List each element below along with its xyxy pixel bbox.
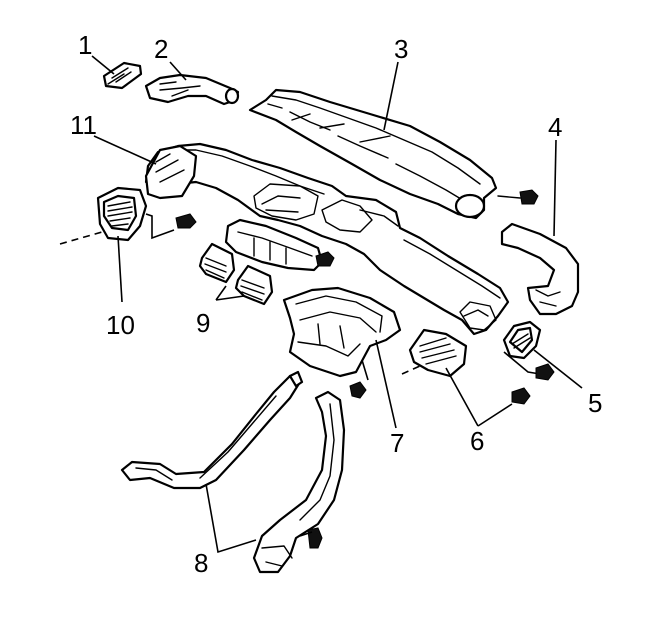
part-1-vent-clip <box>102 61 143 90</box>
callout-2: 2 <box>154 34 168 64</box>
callout-10: 10 <box>106 310 135 340</box>
callout-8: 8 <box>194 548 208 578</box>
part-10-left-vent <box>59 186 197 245</box>
part-3-defroster-duct <box>248 88 498 220</box>
callout-4: 4 <box>548 112 562 142</box>
part-11-duct-end <box>144 144 198 200</box>
part-9-vents <box>198 242 274 306</box>
part-5-right-vent <box>502 320 583 389</box>
callout-6: 6 <box>470 426 484 456</box>
main-instrument-panel-duct <box>144 142 510 336</box>
part-7-center-outlet <box>282 286 402 429</box>
part-2-small-duct <box>144 73 240 106</box>
callout-7: 7 <box>390 428 404 458</box>
screw-part-3 <box>497 189 539 205</box>
part-8-floor-ducts <box>120 370 346 574</box>
callout-11: 11 <box>70 110 97 140</box>
part-6-right-center-vent <box>401 328 531 427</box>
callout-5: 5 <box>588 388 602 418</box>
leader-lines <box>91 55 557 303</box>
center-vent-housing <box>224 218 335 272</box>
callout-3: 3 <box>394 34 408 64</box>
callout-9: 9 <box>196 308 210 338</box>
part-4-side-duct <box>500 222 580 316</box>
callout-1: 1 <box>78 30 92 60</box>
callout-labels: 1 2 3 4 5 6 7 8 9 10 11 <box>70 30 602 578</box>
